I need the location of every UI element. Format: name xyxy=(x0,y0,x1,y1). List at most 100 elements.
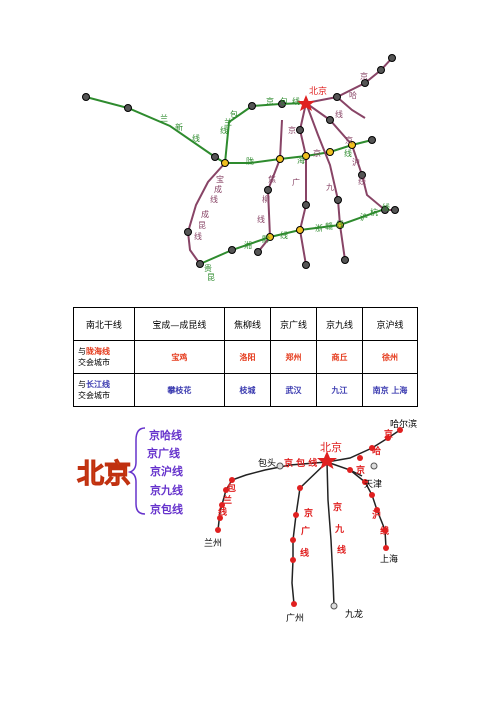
legend-brace xyxy=(127,427,146,515)
svg-text:线: 线 xyxy=(300,547,309,559)
svg-text:京: 京 xyxy=(356,464,365,476)
svg-text:黔: 黔 xyxy=(262,234,270,244)
line-jinghu-b xyxy=(326,461,387,549)
svg-text:京: 京 xyxy=(345,135,353,145)
svg-text:线: 线 xyxy=(218,506,227,518)
table-row: 与长江线 交会城市 攀枝花 枝城 武汉 九江 南京 上海 xyxy=(73,373,418,407)
svg-text:广: 广 xyxy=(301,525,310,537)
svg-text:广: 广 xyxy=(292,177,300,187)
svg-text:京: 京 xyxy=(304,507,313,519)
line-jingjiu-b xyxy=(326,461,335,607)
svg-text:线: 线 xyxy=(335,109,343,119)
table-cell: 武汉 xyxy=(270,373,317,407)
svg-text:兰: 兰 xyxy=(160,113,168,123)
svg-text:京: 京 xyxy=(266,96,274,106)
city-label: 上海 xyxy=(380,553,398,565)
svg-text:线: 线 xyxy=(344,148,352,158)
row-label: 与长江线 交会城市 xyxy=(73,373,135,407)
svg-text:沪: 沪 xyxy=(360,212,368,222)
svg-text:湘: 湘 xyxy=(244,240,252,250)
legend-item: 京广线 xyxy=(147,446,180,460)
table-row: 与陇海线 交会城市 宝鸡 洛阳 郑州 商丘 徐州 xyxy=(73,340,418,374)
line-jingguang xyxy=(298,102,307,266)
svg-text:包: 包 xyxy=(280,96,288,106)
beijing-title: 北京 xyxy=(77,458,131,490)
line-jingha-branch xyxy=(336,96,366,119)
svg-text:线: 线 xyxy=(336,219,344,229)
svg-text:兰: 兰 xyxy=(224,117,232,127)
table-cell: 九江 xyxy=(315,373,364,407)
legend-item: 京哈线 xyxy=(149,428,182,442)
svg-text:海: 海 xyxy=(297,155,305,165)
map2-nodes xyxy=(215,427,403,610)
line-labels-top: 兰 新 线 包 兰 线 京 包 线 陇 海 线 京 哈 线 京 广 九 京 京 … xyxy=(160,71,390,282)
svg-text:赣: 赣 xyxy=(325,221,333,231)
table-header: 京沪线 xyxy=(362,307,418,341)
svg-text:京: 京 xyxy=(333,501,342,513)
city-label: 天津 xyxy=(364,479,382,490)
svg-text:线: 线 xyxy=(210,194,218,204)
svg-text:线: 线 xyxy=(280,230,288,240)
svg-text:新: 新 xyxy=(175,122,183,132)
svg-text:线: 线 xyxy=(220,125,228,135)
svg-text:沪: 沪 xyxy=(352,157,360,167)
svg-text:贵: 贵 xyxy=(204,263,212,273)
svg-text:宝: 宝 xyxy=(216,174,224,184)
table-cell: 宝鸡 xyxy=(133,340,226,374)
city-label: 九龙 xyxy=(345,608,363,620)
beijing-star-icon-b xyxy=(317,451,337,469)
map-nodes xyxy=(82,54,399,269)
table-cell: 南京 上海 xyxy=(362,373,418,407)
line-jingjiu xyxy=(305,102,346,261)
city-label: 包头 xyxy=(258,457,276,469)
svg-text:成: 成 xyxy=(201,209,209,219)
svg-text:京: 京 xyxy=(384,428,393,440)
svg-text:线: 线 xyxy=(257,214,265,224)
trunk-line-table: 南北干线 宝成—成昆线 焦柳线 京广线 京九线 京沪线 与陇海线 交会城市 宝鸡… xyxy=(73,307,418,407)
svg-text:成: 成 xyxy=(214,184,222,194)
svg-text:兰: 兰 xyxy=(223,494,232,506)
svg-text:京: 京 xyxy=(360,71,368,81)
legend-item: 京沪线 xyxy=(150,464,183,478)
row-label: 与陇海线 交会城市 xyxy=(73,340,135,374)
beijing-star-icon xyxy=(297,95,315,111)
svg-text:哈: 哈 xyxy=(349,90,357,100)
svg-text:杭: 杭 xyxy=(370,207,378,217)
table-cell: 攀枝花 xyxy=(133,373,226,407)
table-cell: 洛阳 xyxy=(224,340,272,374)
svg-text:京: 京 xyxy=(288,125,296,135)
table-header: 京广线 xyxy=(270,307,317,341)
svg-text:哈: 哈 xyxy=(372,445,381,457)
line-lanxin xyxy=(85,96,226,164)
table-header: 南北干线 xyxy=(73,307,135,341)
line-tianjin-b xyxy=(349,469,363,477)
svg-text:包: 包 xyxy=(226,482,236,494)
line-baocheng xyxy=(186,162,226,265)
svg-text:昆: 昆 xyxy=(207,273,215,282)
line-baolan xyxy=(224,105,253,164)
svg-text:线: 线 xyxy=(337,544,346,556)
svg-text:线: 线 xyxy=(358,176,366,186)
svg-text:陇: 陇 xyxy=(246,156,254,166)
line-labels-bottom: 京 包 线 包 兰 线 京 广 线 京 九 线 京 沪 线 京 哈 xyxy=(218,428,393,559)
line-jingha-b xyxy=(326,429,401,463)
svg-text:浙: 浙 xyxy=(315,223,323,233)
svg-text:线: 线 xyxy=(380,525,389,537)
legend-item: 京九线 xyxy=(150,483,183,497)
svg-text:京 包 线: 京 包 线 xyxy=(284,457,317,469)
table-cell: 徐州 xyxy=(362,340,418,374)
table-header-row: 南北干线 宝成—成昆线 焦柳线 京广线 京九线 京沪线 xyxy=(73,307,418,341)
beijing-label: 北京 xyxy=(309,85,327,97)
table-header: 宝成—成昆线 xyxy=(133,307,226,341)
svg-text:焦: 焦 xyxy=(268,174,276,184)
city-label: 哈尔滨 xyxy=(390,418,417,430)
table-cell: 枝城 xyxy=(224,373,272,407)
svg-text:昆: 昆 xyxy=(198,221,206,230)
city-label: 兰州 xyxy=(204,537,222,549)
svg-text:线: 线 xyxy=(192,133,200,143)
line-jiaoliu xyxy=(257,119,283,253)
svg-text:沪: 沪 xyxy=(372,509,381,521)
svg-text:柳: 柳 xyxy=(262,194,270,204)
svg-text:九: 九 xyxy=(334,523,344,535)
beijing-label-b: 北京 xyxy=(320,440,342,454)
